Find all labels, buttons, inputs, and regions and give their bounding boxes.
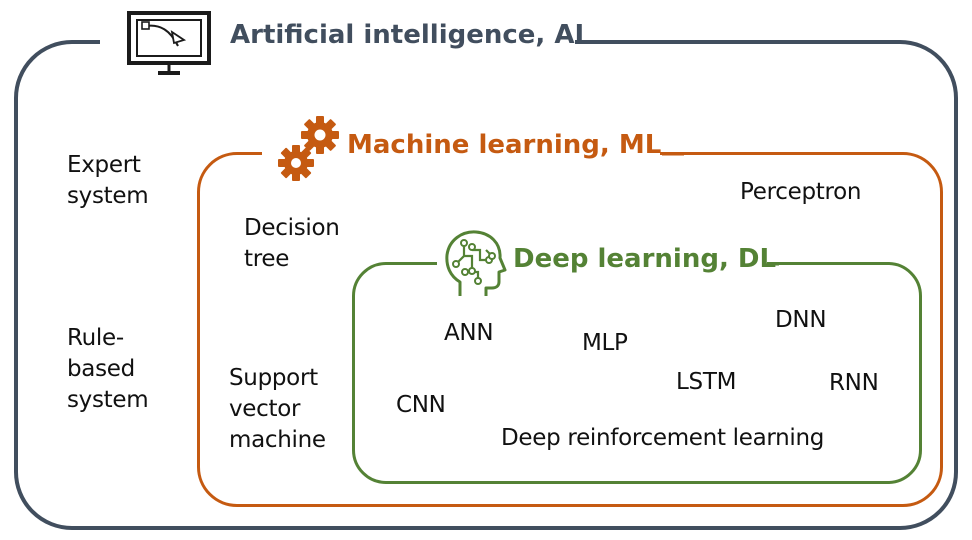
dl-frame-dash bbox=[769, 262, 779, 266]
dl-item-rnn: RNN bbox=[829, 370, 879, 396]
dl-item-ann: ANN bbox=[444, 320, 494, 346]
ai-title: Artificial intelligence, AI bbox=[230, 20, 585, 50]
dl-frame-gap bbox=[437, 256, 767, 268]
ai-item-expert-system: Expert system bbox=[67, 152, 149, 209]
dl-item-mlp: MLP bbox=[582, 330, 628, 356]
dl-item-lstm: LSTM bbox=[676, 369, 737, 395]
dl-item-dnn: DNN bbox=[775, 307, 827, 333]
gears-icon bbox=[278, 116, 339, 181]
computer-monitor-icon bbox=[127, 11, 211, 75]
ml-item-perceptron: Perceptron bbox=[740, 179, 862, 205]
ml-frame-dash bbox=[662, 152, 684, 156]
dl-item-cnn: CNN bbox=[396, 392, 446, 418]
ml-item-support-vector-machine: Support vector machine bbox=[229, 365, 326, 453]
dl-item-deep-reinforcement-learning: Deep reinforcement learning bbox=[501, 425, 825, 451]
dl-title: Deep learning, DL bbox=[513, 244, 777, 274]
ml-title: Machine learning, ML bbox=[347, 130, 662, 160]
ai-frame-gap bbox=[100, 34, 575, 48]
ai-item-rule-based-system: Rule- based system bbox=[67, 325, 149, 413]
brain-head-icon bbox=[445, 230, 507, 296]
ml-item-decision-tree: Decision tree bbox=[244, 215, 340, 272]
ml-frame-gap bbox=[262, 146, 660, 158]
